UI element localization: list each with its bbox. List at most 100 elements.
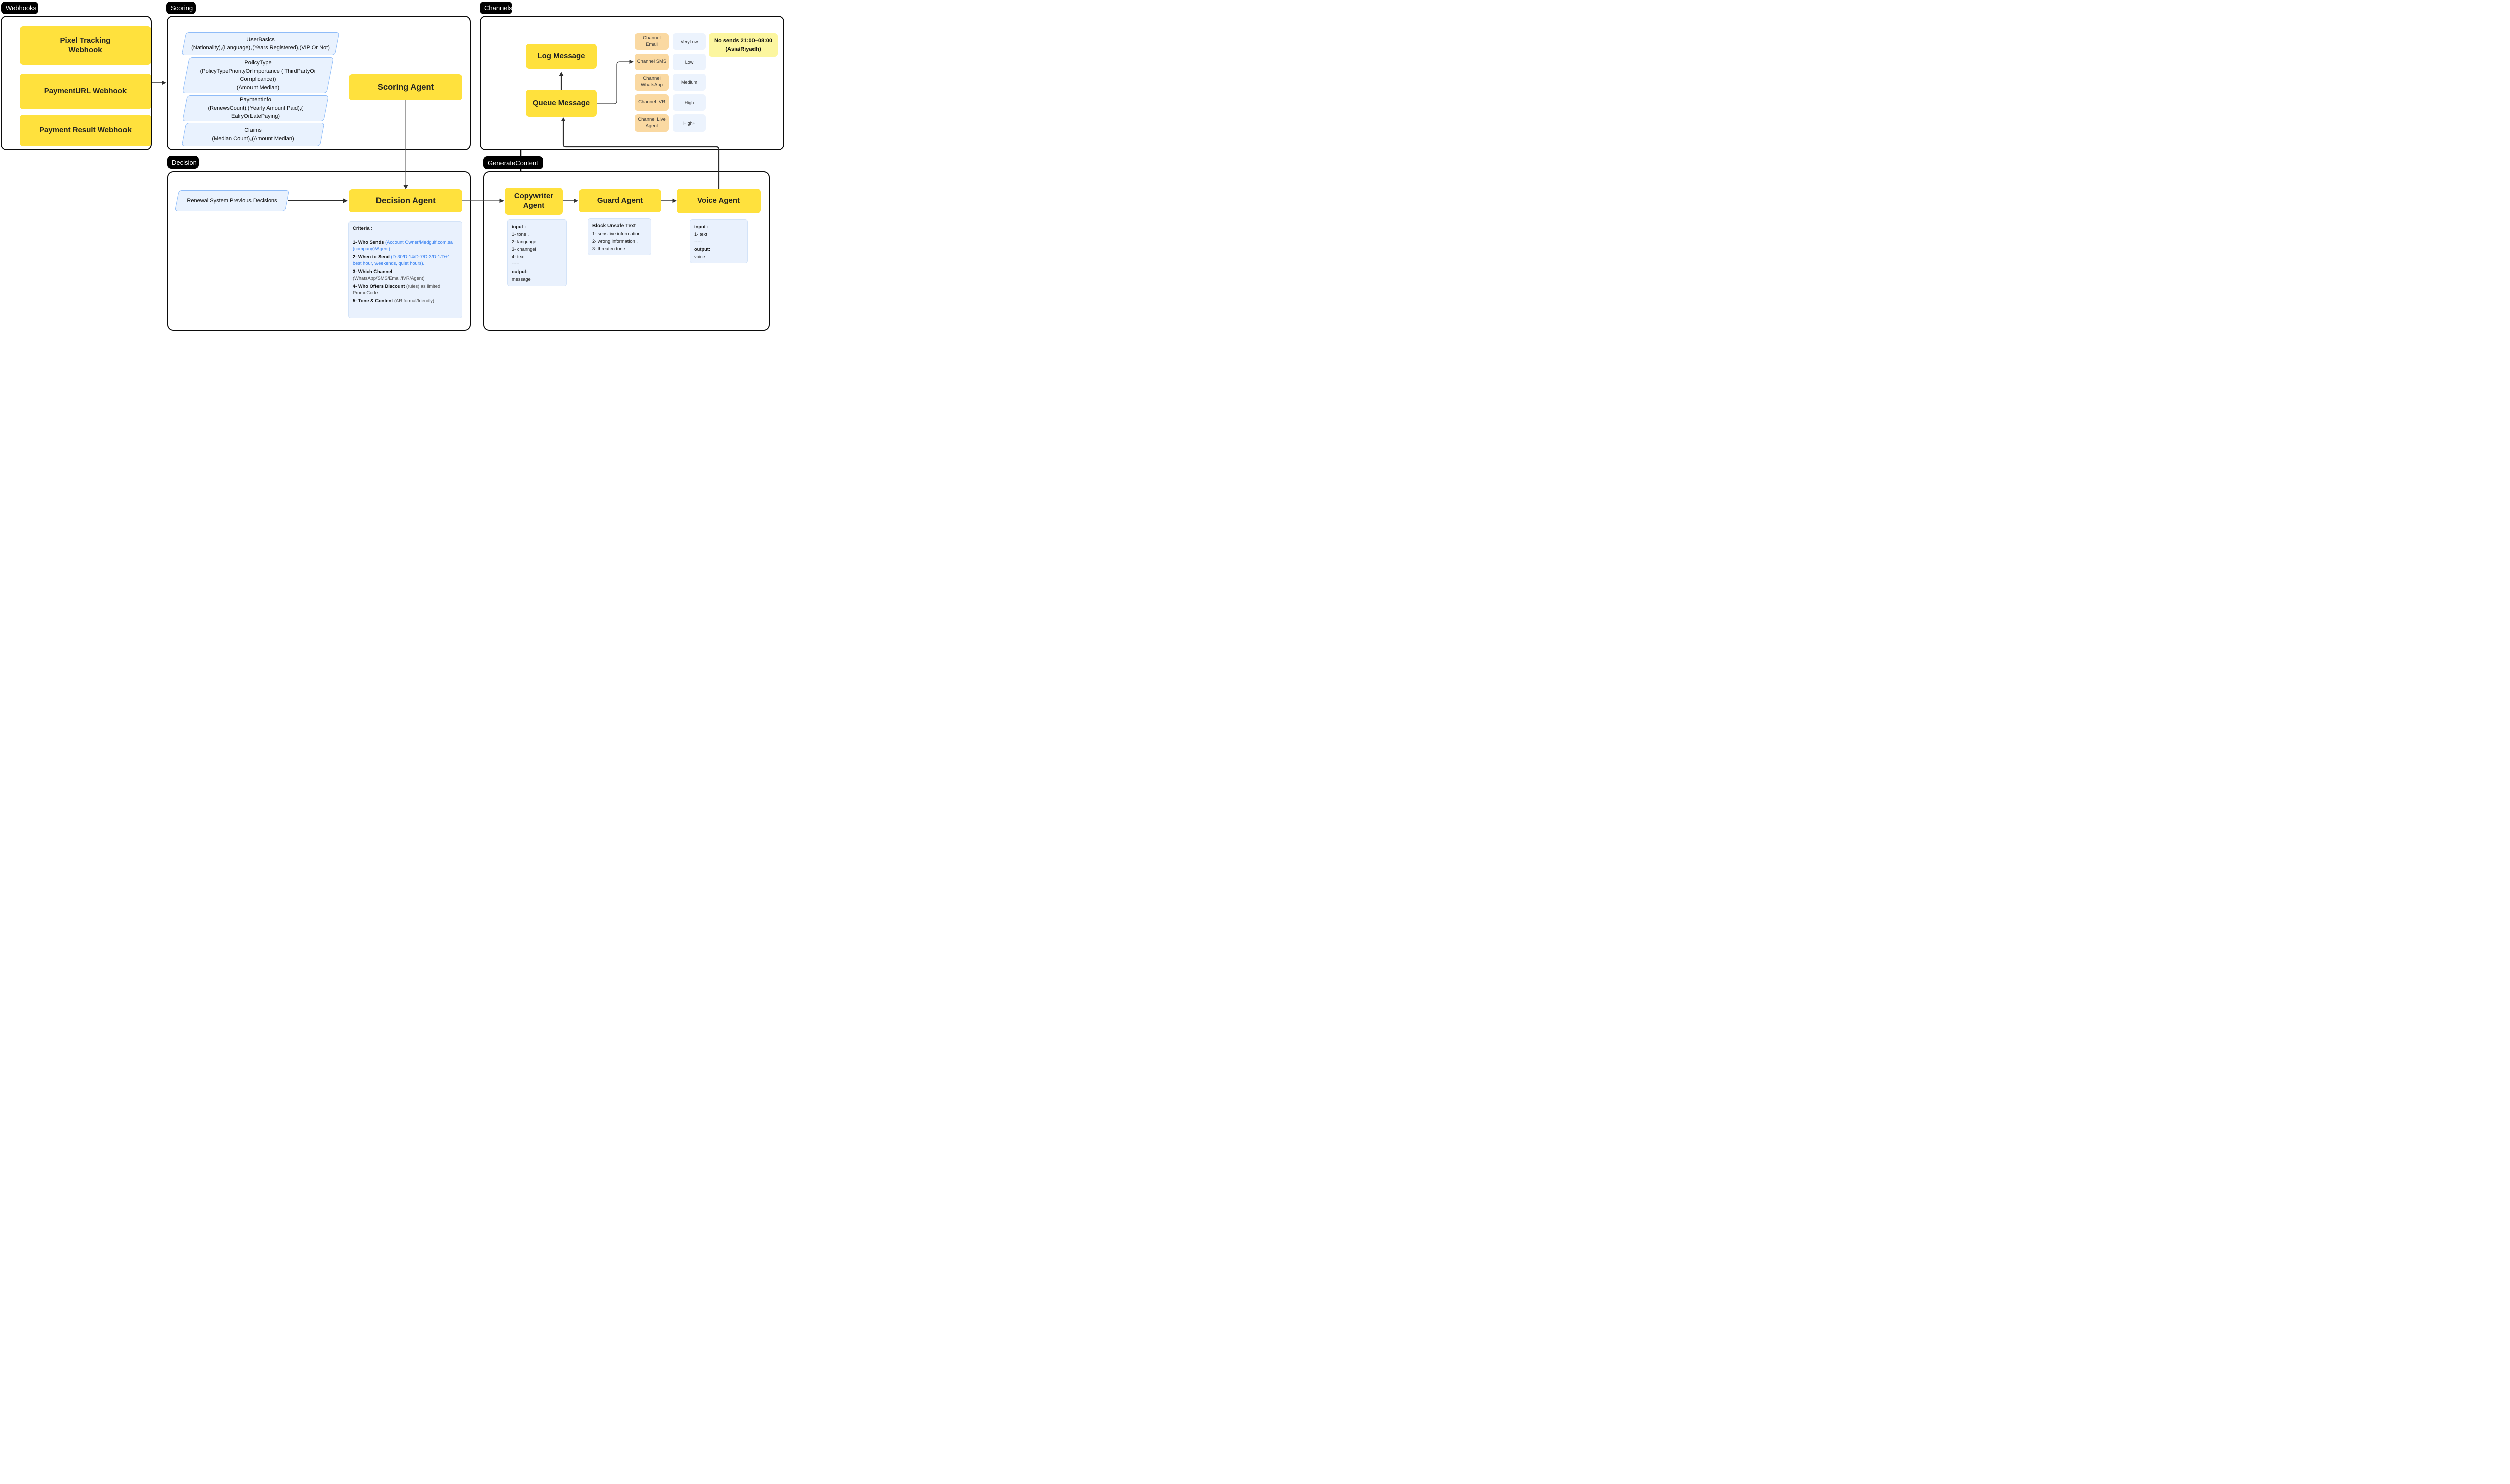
claims-fields: (Median Count),(Amount Median) [212,136,294,142]
claims-input-shape[interactable]: Claims (Median Count),(Amount Median) [181,123,325,146]
copywriter-note-line-1: 1- tone . [512,231,529,237]
payment-url-webhook-text: PaymentURL Webhook [44,87,127,96]
voice-agent-node[interactable]: Voice Agent [677,189,761,213]
channel-email-text: Channel Email [643,35,661,47]
guard-note-title: Block Unsafe Text [592,223,636,229]
voice-io-note[interactable]: input : 1- text ----- output: voice [690,219,748,263]
scoring-label-text: Scoring [171,4,193,12]
quiet-hours-text: No sends 21:00–08:00 (Asia/Riyadh) [714,38,772,52]
criteria-3-detail: (WhatsApp/SMS/Email/IVR/Agent) [353,276,425,281]
guard-note-line-2: 2- wrong information . [592,238,638,244]
criteria-4-detail: (rules) as limited PromoCode [353,283,441,296]
priority-medium-text: Medium [681,80,697,85]
userbasics-title: UserBasics [246,36,275,43]
paymentinfo-title: PaymentInfo [240,97,271,103]
copywriter-note-line-4: 4- text [512,254,525,259]
channels-section-label[interactable]: Channels [480,2,512,14]
pixel-tracking-webhook-text: Pixel Tracking Webhook [60,36,111,54]
criteria-title: Criteria : [353,226,373,231]
criteria-4-label: 4- Who Offers Discount [353,283,405,289]
voice-note-divider: ----- [694,239,702,244]
criteria-item-5: 5- Tone & Content (AR formal/friendly) [353,298,458,304]
decision-section-label[interactable]: Decision [167,156,199,169]
paymentinfo-input-shape[interactable]: PaymentInfo (RenewsCount),(Yearly Amount… [182,95,329,121]
policytype-fields-3: (Amount Median) [236,84,280,91]
priority-verylow-badge[interactable]: VeryLow [673,33,706,50]
priority-low-text: Low [685,59,694,65]
guard-note-line-1: 1- sensitive information . [592,231,643,236]
claims-title: Claims [244,127,262,133]
criteria-item-3: 3- Which Channel (WhatsApp/SMS/Email/IVR… [353,268,458,282]
channel-live-agent-node[interactable]: Channel Live Agent [635,114,669,132]
channel-whatsapp-node[interactable]: Channel WhatsApp [635,74,669,91]
guard-rules-note[interactable]: Block Unsafe Text 1- sensitive informati… [588,218,651,255]
channel-ivr-text: Channel IVR [638,99,665,105]
channel-live-agent-text: Channel Live Agent [638,116,666,129]
diagram-canvas: Webhooks Scoring Channels Decision Gener… [0,0,787,331]
copywriter-io-note[interactable]: input : 1- tone . 2- language. 3- channg… [507,219,567,286]
queue-message-text: Queue Message [532,98,590,107]
policytype-fields-1: (PolicyTypePriorityOrImportance ( ThirdP… [200,68,316,74]
payment-url-webhook-node[interactable]: PaymentURL Webhook [20,74,151,109]
paymentinfo-fields-1: (RenewsCount),(Yearly Amount Paid),( [208,105,303,111]
payment-result-webhook-node[interactable]: Payment Result Webhook [20,115,151,146]
userbasics-input-shape[interactable]: UserBasics (Nationality),(Language),(Yea… [181,32,340,55]
log-message-node[interactable]: Log Message [526,44,597,69]
decision-label-text: Decision [172,158,197,166]
guard-agent-node[interactable]: Guard Agent [579,189,661,212]
copywriter-note-divider: ----- [512,261,520,267]
policytype-fields-2: Complicance)) [240,76,276,82]
channel-ivr-node[interactable]: Channel IVR [635,94,669,111]
queue-message-node[interactable]: Queue Message [526,90,597,117]
priority-low-badge[interactable]: Low [673,54,706,70]
copywriter-note-line-2: 2- language. [512,239,538,244]
arrowhead-webhooks-to-scoring [162,80,166,85]
criteria-item-2: 2- When to Send (D-30/D-14/D-7/D-3/D-1/D… [353,254,458,267]
criteria-3-label: 3- Which Channel [353,268,392,274]
decision-agent-node[interactable]: Decision Agent [349,189,462,212]
criteria-item-4: 4- Who Offers Discount (rules) as limite… [353,283,458,297]
decision-criteria-note[interactable]: Criteria : 1- Who Sends (Account Owner/M… [348,221,462,318]
payment-result-webhook-text: Payment Result Webhook [39,125,132,134]
criteria-1-label: 1- Who Sends [353,239,384,245]
priority-highplus-text: High+ [683,120,695,126]
voice-note-input-header: input : [694,224,709,229]
channels-label-text: Channels [484,4,512,12]
userbasics-fields: (Nationality),(Language),(Years Register… [191,45,330,51]
webhooks-section-label[interactable]: Webhooks [1,2,38,14]
channel-email-node[interactable]: Channel Email [635,33,669,50]
generate-content-label-text: GenerateContent [488,159,538,167]
criteria-5-detail: (AR formal/friendly) [393,298,435,303]
voice-note-output-value: voice [694,254,705,259]
quiet-hours-note[interactable]: No sends 21:00–08:00 (Asia/Riyadh) [709,33,778,57]
copywriter-agent-node[interactable]: Copywriter Agent [505,188,563,215]
voice-note-output-header: output: [694,246,711,252]
policytype-title: PolicyType [244,60,272,66]
scoring-agent-node[interactable]: Scoring Agent [349,74,462,100]
voice-agent-text: Voice Agent [697,196,740,205]
log-message-text: Log Message [537,51,585,60]
criteria-5-label: 5- Tone & Content [353,298,393,303]
channel-sms-text: Channel SMS [637,59,667,65]
copywriter-agent-text: Copywriter Agent [514,192,554,210]
decision-agent-text: Decision Agent [375,196,436,205]
pixel-tracking-webhook-node[interactable]: Pixel Tracking Webhook [20,26,151,65]
criteria-1-detail: (Account Owner/Medgulf.com.sa (company)/… [353,239,453,252]
priority-high-badge[interactable]: High [673,94,706,111]
priority-high-text: High [684,100,694,105]
generate-content-section-label[interactable]: GenerateContent [483,156,543,169]
priority-highplus-badge[interactable]: High+ [673,114,706,132]
channel-whatsapp-text: Channel WhatsApp [641,76,663,88]
scoring-agent-text: Scoring Agent [377,82,434,92]
criteria-2-detail: (D-30/D-14/D-7/D-3/D-1/D+1, best hour, w… [353,254,452,266]
renewal-decisions-input-shape[interactable]: Renewal System Previous Decisions [174,190,290,211]
guard-agent-text: Guard Agent [597,196,643,205]
channel-sms-node[interactable]: Channel SMS [635,54,669,70]
copywriter-note-line-3: 3- channgel [512,246,536,252]
policytype-input-shape[interactable]: PolicyType (PolicyTypePriorityOrImportan… [182,57,334,93]
criteria-2-label: 2- When to Send [353,254,390,259]
copywriter-note-input-header: input : [512,224,526,229]
scoring-section-label[interactable]: Scoring [166,2,196,14]
renewal-decisions-text: Renewal System Previous Decisions [187,197,277,204]
priority-medium-badge[interactable]: Medium [673,74,706,91]
